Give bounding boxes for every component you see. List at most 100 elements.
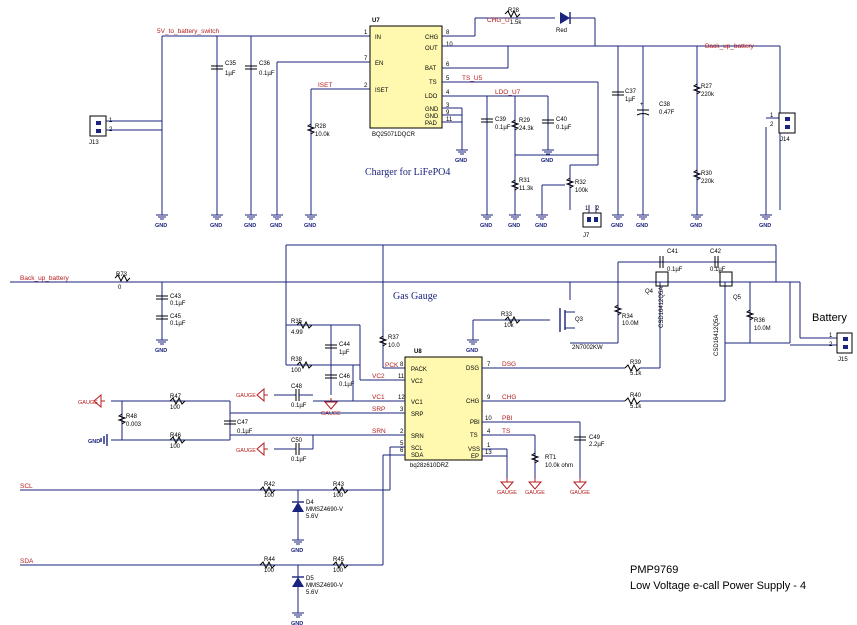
c45-ref: C45 [170, 314, 182, 320]
r40-val: 5.1k [630, 404, 642, 410]
u8-pin-num: 6 [400, 448, 404, 454]
net-chg: CHG [502, 394, 516, 401]
u7-pin-name: BAT [425, 66, 437, 72]
u7-pin-num: 11 [446, 117, 453, 123]
u7-ref: U7 [372, 18, 380, 24]
zener-d4-icon [292, 502, 304, 512]
u7-pin-num: 1 [364, 30, 368, 36]
r30-val: 220k [701, 179, 715, 185]
gnd-label: GND [759, 223, 771, 229]
r46-ref: R46 [170, 433, 182, 439]
d5-val: MMSZ4690-V [306, 583, 343, 589]
u7-right-pins: CHG 8 OUT 10 BAT 6 TS 5 LDO 4 GND 3 GND … [425, 30, 453, 127]
c43-val: 0.1µF [170, 301, 186, 307]
q4-ref: Q4 [645, 289, 654, 295]
q5-ref: Q5 [733, 295, 742, 301]
r73-ref: R73 [116, 272, 128, 278]
mosfet-q4-icon [655, 271, 669, 287]
net-backup-bottom: Back_up_battery [20, 275, 70, 282]
r32-ref: R32 [575, 180, 587, 186]
c35-ref: C35 [225, 61, 237, 67]
d5-volt: 5.6V [306, 590, 318, 596]
j7-ref: J7 [583, 233, 590, 239]
u8-pin-name: VSS [468, 447, 480, 453]
r32-val: 100k [575, 188, 589, 194]
u7-pin-name: OUT [425, 46, 438, 52]
r47-val: 100 [170, 405, 181, 411]
c42-ref: C42 [710, 249, 722, 255]
gauge-label: GAUGE [497, 490, 517, 496]
u7-pin-num: 7 [364, 56, 368, 62]
gauge-label: GAUGE [321, 411, 341, 417]
r29-val: 24.3k [519, 126, 535, 132]
c41-ref: C41 [667, 249, 679, 255]
gnd-label: GND [155, 348, 167, 354]
u7-pin-name: TS [429, 80, 437, 86]
u7-pin-name: EN [375, 61, 383, 67]
r45-ref: R45 [333, 557, 345, 563]
led-val: Red [556, 28, 567, 34]
u8-pin-num: 8 [400, 362, 404, 368]
gauge-label: GAUGE [570, 490, 590, 496]
net-scl: SCL [20, 483, 33, 490]
net-ts-u5: TS_U5 [462, 75, 483, 82]
c47-ref: C47 [237, 420, 249, 426]
r39-ref: R39 [630, 360, 642, 366]
c42-val: 0.1µF [710, 267, 726, 273]
u8-ref: U8 [414, 349, 422, 355]
j7-pin1: 1 [585, 206, 589, 212]
j15-pin1: 1 [829, 333, 833, 339]
j14-pin2: 2 [770, 122, 774, 128]
r44-val: 100 [264, 568, 275, 574]
c48-val: 0.1µF [291, 403, 307, 409]
net-srp: SRP [372, 406, 385, 413]
r44-ref: R44 [264, 557, 276, 563]
d5-ref: D5 [306, 576, 314, 582]
rt1-val: 10.0k ohm [545, 463, 573, 469]
gnd-label: GND [270, 223, 282, 229]
gauge-label: GAUGE [236, 393, 256, 399]
u7-pin-num: 4 [446, 90, 450, 96]
j15-ref: J15 [838, 357, 848, 363]
c46-val: 0.1µF [339, 382, 355, 388]
net-ts: TS [502, 428, 511, 435]
r38-val: 100 [291, 368, 302, 374]
gauge-label: GAUGE [78, 400, 98, 406]
u7-part: BQ25071DQCR [372, 132, 416, 138]
r31-val: 11.3k [519, 186, 534, 192]
r42-val: 100 [264, 493, 275, 499]
gauge-label: GAUGE [525, 490, 545, 496]
u8-part: bq28z610DRZ [410, 463, 449, 469]
gnd-label: GND [480, 223, 492, 229]
r27-val: 220k [701, 92, 715, 98]
c48-ref: C48 [291, 384, 303, 390]
gnd-label: GND [155, 223, 167, 229]
r28-ref: R28 [315, 124, 327, 130]
q3-val: 2N7002KW [572, 345, 603, 351]
q4-val: CSD16412Q5A [659, 287, 665, 328]
c36-ref: C36 [259, 61, 271, 67]
r28a-val: 1.5k [510, 20, 522, 26]
net-iset: ISET [318, 82, 332, 89]
connector-j15 [836, 332, 853, 354]
gnd-label: GND [611, 223, 623, 229]
r48-ref: R48 [126, 414, 138, 420]
u8-pin-name: DSG [466, 366, 479, 372]
r42-ref: R42 [264, 482, 276, 488]
u7-pin-name: GND [425, 107, 439, 113]
svg-text:+: + [640, 102, 644, 108]
c35-val: 1µF [225, 71, 236, 77]
net-pbi: PBI [502, 415, 513, 422]
net-srn: SRN [372, 428, 386, 435]
project-subtitle: Low Voltage e-call Power Supply - 4 [630, 580, 806, 592]
r30-ref: R30 [701, 171, 713, 177]
net-ldo-u7: LDO_U7 [495, 89, 521, 96]
r46-val: 100 [170, 444, 181, 450]
u8-pin-num: 5 [400, 441, 404, 447]
u7-pin-num: 6 [446, 62, 450, 68]
r36-ref: R36 [754, 318, 766, 324]
u8-pin-num: 10 [485, 416, 492, 422]
net-vc2: VC2 [372, 373, 385, 380]
